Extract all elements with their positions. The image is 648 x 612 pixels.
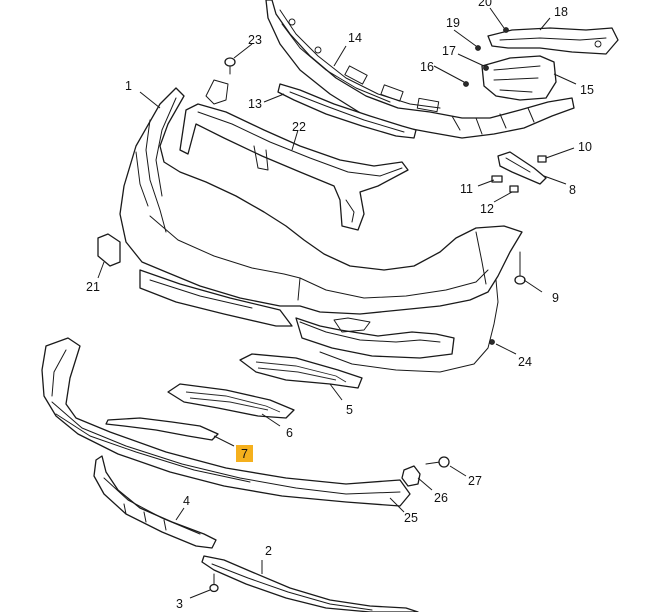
part-18-bracket [487, 27, 619, 55]
fastener-16 [463, 81, 469, 87]
callout-1: 1 [125, 79, 132, 93]
callout-26: 26 [434, 491, 448, 505]
part-1-front-fascia [119, 87, 523, 373]
callout-2: 2 [265, 544, 272, 558]
part-27-bolt [425, 456, 450, 468]
part-21-tow-cover [97, 233, 121, 267]
callout-8: 8 [569, 183, 576, 197]
fastener-17 [483, 65, 489, 71]
callout-20: 20 [478, 0, 492, 9]
part-12-clip [509, 185, 519, 193]
part-4-lower-strip [93, 455, 217, 549]
part-3-fastener [209, 573, 219, 593]
callout-7: 7 [241, 447, 248, 461]
part-14-impact-bar [265, 0, 575, 139]
fastener-19 [475, 45, 481, 51]
part-8-side-bracket [497, 151, 547, 185]
part-23-screw [224, 57, 236, 75]
part-22-grille-support [179, 79, 409, 231]
callout-labels: 1 2 3 4 5 6 7 8 9 10 11 12 13 14 15 16 1… [86, 0, 594, 611]
part-9-bolt [514, 251, 526, 285]
part-7-molding [105, 417, 219, 441]
callout-25: 25 [404, 511, 418, 525]
callout-22: 22 [292, 120, 306, 134]
callout-3: 3 [176, 597, 183, 611]
part-24-fastener [489, 339, 495, 345]
part-2-lower-strip [201, 555, 419, 612]
callout-14: 14 [348, 31, 362, 45]
callout-15: 15 [580, 83, 594, 97]
callout-9: 9 [552, 291, 559, 305]
leader-lines [97, 7, 577, 599]
part-25-lower-spoiler [41, 337, 411, 507]
callout-11: 11 [460, 182, 473, 196]
callout-21: 21 [86, 280, 100, 294]
part-11-clip [491, 175, 503, 183]
part-26-retainer [401, 465, 421, 487]
highlight-box-7 [236, 445, 253, 462]
callout-5: 5 [346, 403, 353, 417]
callout-24: 24 [518, 355, 532, 369]
part-15-bracket [481, 55, 557, 101]
callout-10: 10 [578, 140, 592, 154]
callout-16: 16 [420, 60, 434, 74]
part-6-fog-bezel-left [167, 383, 295, 419]
callout-23: 23 [248, 33, 262, 47]
callout-17: 17 [442, 44, 456, 58]
callout-13: 13 [248, 97, 262, 111]
callout-27: 27 [468, 474, 482, 488]
part-13-upper-support [277, 83, 417, 139]
callout-4: 4 [183, 494, 190, 508]
callout-19: 19 [446, 16, 460, 30]
part-10-clip [537, 155, 547, 163]
callout-18: 18 [554, 5, 568, 19]
fastener-20 [503, 27, 509, 33]
callout-6: 6 [286, 426, 293, 440]
part-5-fog-bezel-right [239, 353, 363, 389]
callout-12: 12 [480, 202, 494, 216]
